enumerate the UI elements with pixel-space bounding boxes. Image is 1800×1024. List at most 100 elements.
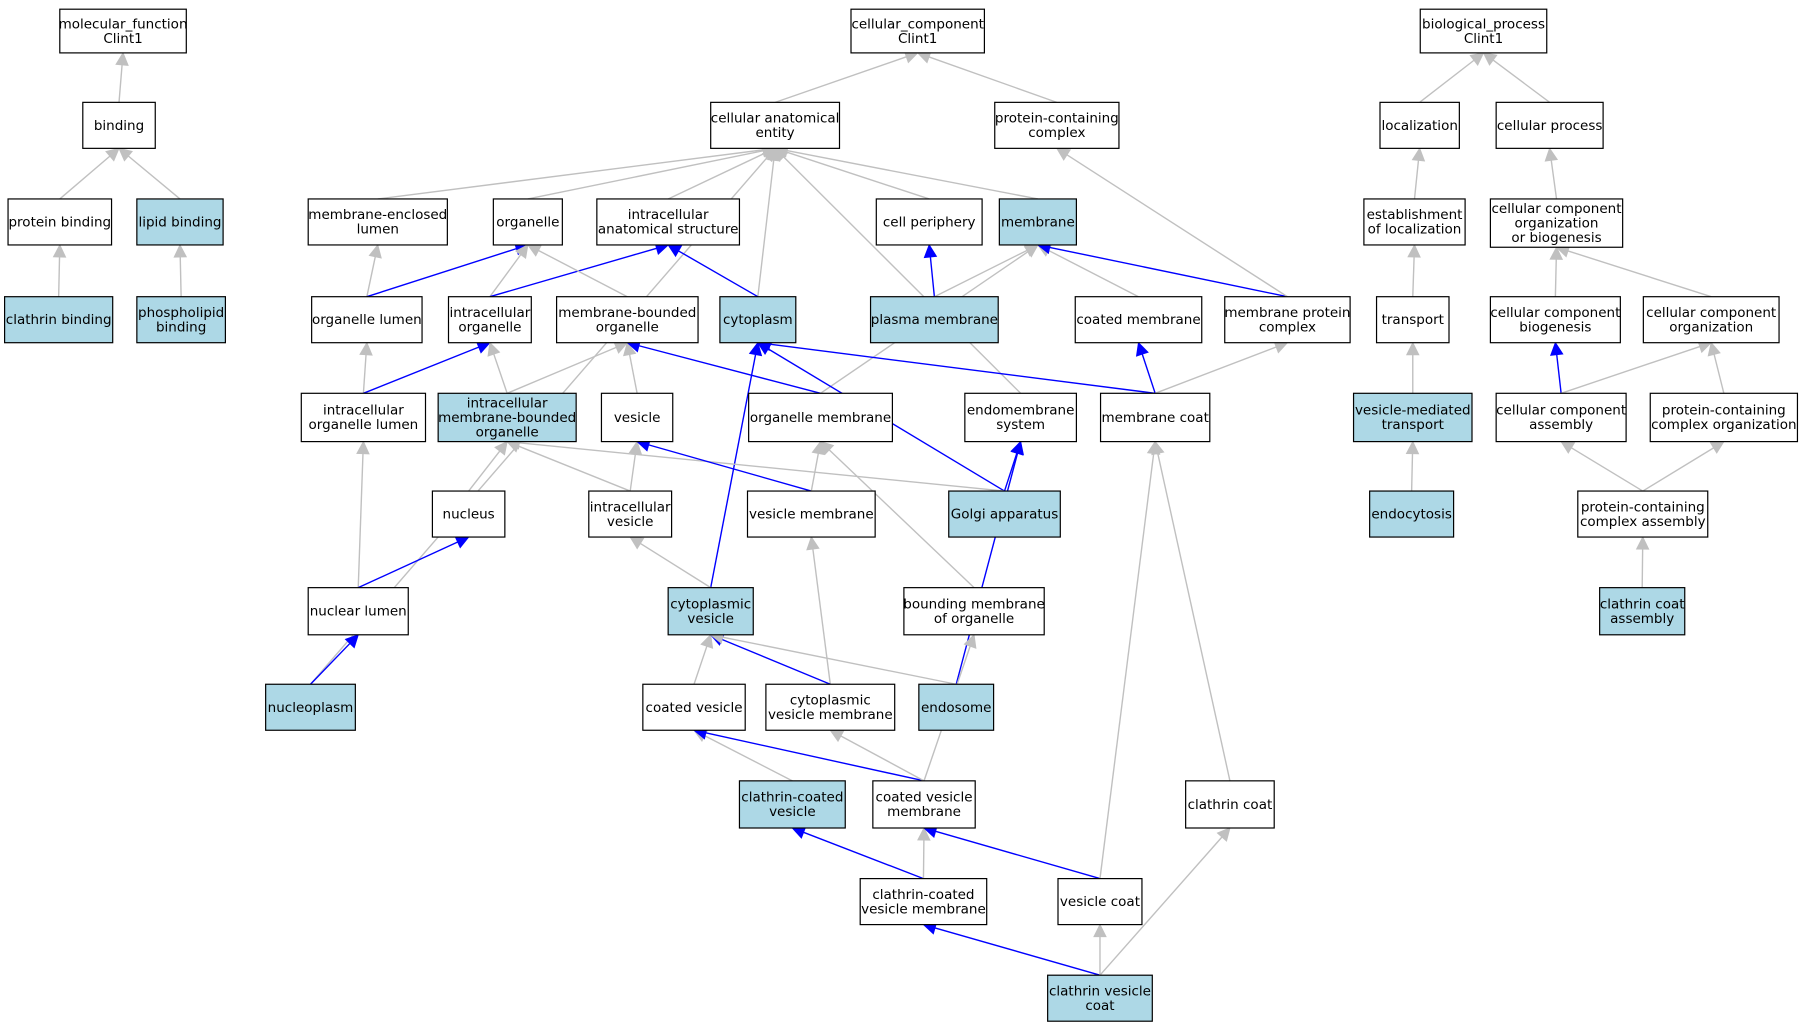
edge-nuclear_lumen-to-iol (356, 440, 370, 588)
edge-cc_assembly-to-pcca (1635, 535, 1650, 588)
node-label: nucleoplasm (268, 700, 354, 716)
edge-membrane_coat-to-mpc (1154, 340, 1289, 394)
node-label: biological_process (1422, 16, 1545, 32)
edge-transport-to-eol (1407, 243, 1421, 297)
node-label: endomembrane (967, 403, 1075, 419)
edge-cvm-to-cyto_vesicle (709, 633, 831, 685)
node-label: clathrin binding (6, 312, 112, 328)
edge-cae-to-cc_root (774, 50, 919, 104)
node-label: cellular component (1646, 305, 1776, 321)
node-label: Clint1 (898, 31, 937, 47)
node-label: nuclear lumen (310, 604, 407, 620)
node-label: intracellular (628, 207, 709, 223)
edge-nuclear_lumen-to-nucleus (357, 536, 470, 589)
edge-cca-to-cco (1560, 340, 1713, 394)
node-label: endosome (921, 700, 991, 716)
edge-cytoplasm-to-ias (667, 244, 759, 298)
edge-vmt-to-transport (1405, 341, 1420, 394)
edge-pcca-to-cca (1560, 441, 1644, 492)
node-label: cellular anatomical (711, 111, 840, 127)
edge-endosome-to-cyto_vesicle (709, 630, 957, 685)
node-label: vesicle (607, 514, 654, 530)
edge-clathrin_binding-to-protein_binding (52, 243, 67, 297)
edge-vesicle_coat-to-membrane_coat (1099, 440, 1161, 879)
edge-plasma_membrane-to-cell_periphery (923, 243, 938, 297)
node-label: vesicle-mediated (1355, 403, 1471, 419)
node-clathrin-binding: clathrin binding (3, 296, 114, 344)
edge-phospholipid_binding-to-lipid_binding (173, 243, 188, 297)
node-coated-vesicle: coated vesicle (642, 683, 746, 731)
node-nucleoplasm: nucleoplasm (265, 683, 356, 731)
edge-cell_periphery-to-cae (774, 145, 930, 200)
edge-eol-to-localization (1411, 147, 1426, 200)
node-label: intracellular (467, 395, 548, 411)
edge-layer (52, 50, 1725, 976)
edge-pcca-to-pcco (1642, 441, 1725, 492)
node-label: intracellular (590, 499, 671, 515)
node-label: cellular component (1496, 403, 1626, 419)
node-organelle: organelle (492, 198, 563, 246)
node-label: vesicle (687, 611, 734, 627)
edge-membrane_coat-to-coated_membrane (1135, 341, 1156, 394)
edge-cellular_process-to-bp_root (1482, 52, 1551, 103)
node-nucleus: nucleus (431, 490, 506, 538)
node-label: assembly (1529, 417, 1593, 433)
node-label: assembly (1610, 611, 1674, 627)
node-label: Clint1 (1464, 31, 1503, 47)
node-label: complex organization (1651, 417, 1796, 433)
edge-plasma_membrane-to-membrane (934, 244, 1039, 298)
node-label: coat (1085, 998, 1114, 1014)
node-label: complex (1259, 319, 1316, 335)
edge-nucleoplasm-to-nuclear_lumen (309, 633, 360, 685)
node-label: clathrin-coated (872, 887, 974, 903)
node-label: clathrin-coated (741, 790, 843, 806)
node-label: phospholipid (138, 305, 224, 321)
node-cytoplasm: cytoplasm (719, 296, 797, 344)
edge-endosome-to-endomembrane (955, 440, 1024, 685)
edge-lipid_binding-to-binding (118, 147, 181, 200)
node-label: lumen (357, 222, 399, 238)
node-label: complex (1028, 125, 1085, 141)
node-label: cytoplasmic (790, 693, 871, 709)
node-label: membrane (887, 804, 961, 820)
edge-cvm-to-vesicle_membrane (806, 535, 831, 685)
edge-mpc-to-pcc (1055, 147, 1288, 298)
edge-cvc-to-clathrin_coat (1099, 827, 1231, 976)
node-label: or biogenesis (1511, 230, 1601, 246)
node-plasma-membrane: plasma membrane (869, 296, 999, 344)
node-endosome: endosome (918, 683, 995, 731)
node-label: vesicle membrane (861, 901, 986, 917)
node-label: membrane-bounded (438, 410, 576, 426)
node-label: vesicle membrane (768, 707, 893, 723)
edge-clathrin_coat-to-membrane_coat (1151, 440, 1231, 782)
node-label: of organelle (934, 611, 1014, 627)
edge-coated_vesicle-to-cyto_vesicle (693, 633, 714, 685)
node-vesicle: vesicle (600, 392, 674, 443)
node-label: clathrin coat (1188, 797, 1273, 813)
node-label: membrane protein (1224, 305, 1350, 321)
node-nuclear-lumen: nuclear lumen (307, 587, 409, 636)
edge-cyto_vesicle-to-intra_vesicle (629, 536, 712, 589)
node-label: Clint1 (103, 31, 142, 47)
node-label: system (996, 417, 1045, 433)
node-binding: binding (82, 101, 156, 149)
node-label: coated vesicle (876, 790, 973, 806)
